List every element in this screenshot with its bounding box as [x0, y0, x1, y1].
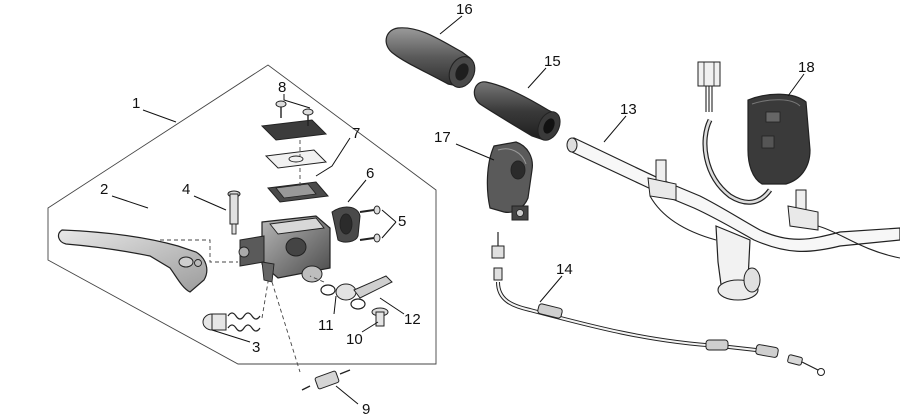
lever-dash-link	[160, 239, 238, 263]
callout-labels: 1 2 3 4 5 6 7 8 9 10 11 12 13 14 15 16 1…	[100, 1, 815, 417]
callout-4: 4	[182, 181, 190, 198]
banjo-fitting-set	[320, 275, 393, 327]
callout-1: 1	[132, 95, 140, 112]
throttle-housing	[486, 141, 533, 221]
throttle-tube	[473, 81, 561, 141]
hand-grip	[385, 27, 476, 88]
callout-14: 14	[556, 261, 573, 278]
callout-16: 16	[456, 1, 473, 18]
cover-screws	[275, 100, 314, 126]
callout-15: 15	[544, 53, 561, 70]
switch-housing	[697, 61, 811, 205]
clamp-screws	[359, 205, 381, 243]
switch-dash-link	[271, 281, 301, 373]
handlebar-clamp	[331, 206, 361, 243]
banjo-dash-link	[309, 275, 325, 283]
brake-lever	[57, 229, 208, 293]
callout-11: 11	[318, 317, 334, 334]
lever-pivot-bolt	[227, 190, 241, 235]
spring-dash-link	[261, 269, 271, 319]
throttle-cable	[491, 232, 825, 376]
master-cylinder-body	[238, 215, 331, 283]
callout-17: 17	[434, 129, 451, 146]
handlebar	[566, 137, 900, 301]
reservoir-cover-stack	[260, 119, 329, 203]
brake-light-switch	[301, 369, 351, 391]
callout-18: 18	[798, 59, 815, 76]
callout-9: 9	[362, 401, 370, 417]
callout-3: 3	[252, 339, 260, 356]
callout-10: 10	[346, 331, 363, 348]
callout-5: 5	[398, 213, 406, 230]
callout-7: 7	[352, 125, 360, 142]
callout-12: 12	[404, 311, 421, 328]
assembly-group-outline	[47, 64, 437, 365]
callout-13: 13	[620, 101, 637, 118]
piston-spring-set	[202, 312, 261, 332]
leader-lines	[111, 15, 805, 405]
callout-8: 8	[278, 79, 286, 96]
callout-6: 6	[366, 165, 374, 182]
callout-2: 2	[100, 181, 108, 198]
